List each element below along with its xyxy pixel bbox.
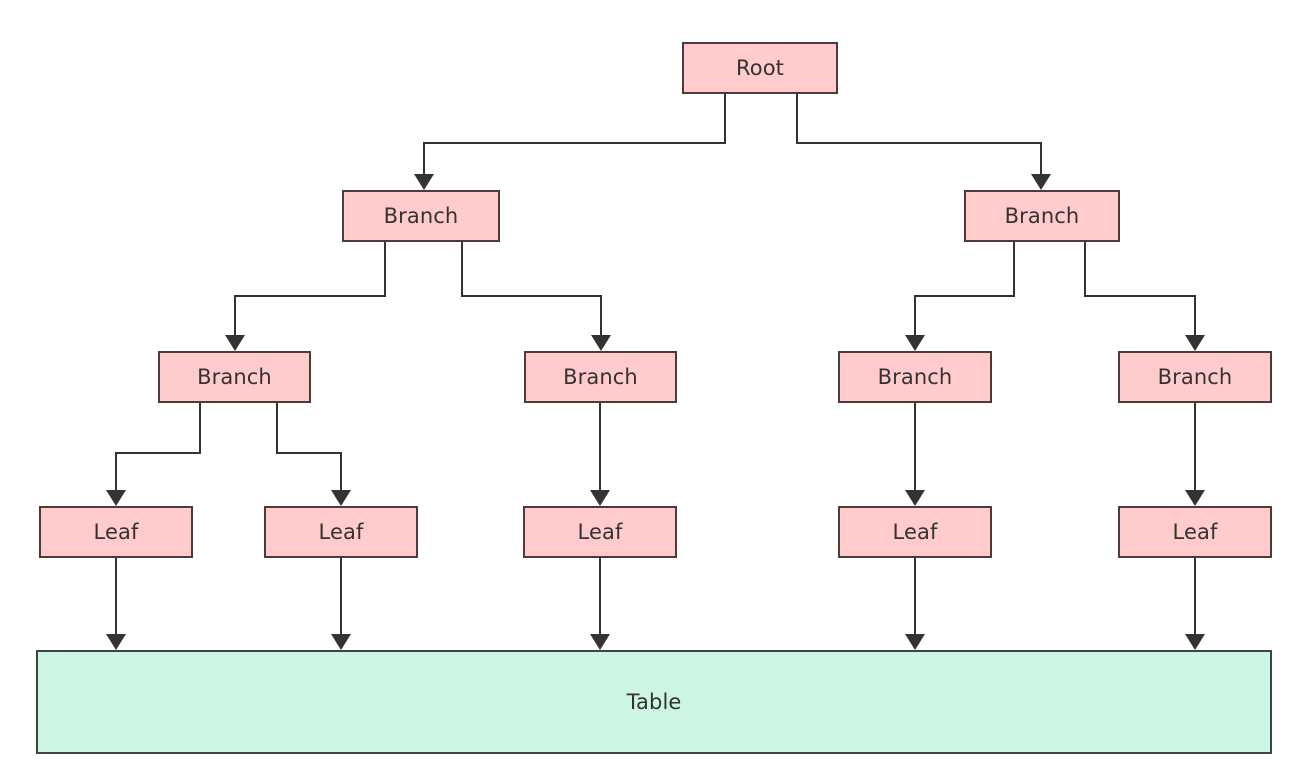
node-label-table: Table (626, 689, 682, 714)
node-b1[interactable]: Branch (342, 190, 500, 242)
edge-b2-to-b22 (1084, 242, 1205, 351)
node-leaf2[interactable]: Leaf (264, 506, 418, 558)
edge-b1-to-b12 (461, 242, 611, 351)
node-leaf3[interactable]: Leaf (523, 506, 677, 558)
node-b11[interactable]: Branch (158, 351, 311, 403)
node-label-root: Root (736, 55, 784, 80)
node-label-leaf4: Leaf (892, 519, 938, 544)
edges-group (106, 94, 1205, 650)
edge-b1-to-b11 (225, 242, 386, 351)
node-b12[interactable]: Branch (524, 351, 677, 403)
node-label-leaf5: Leaf (1172, 519, 1218, 544)
node-label-leaf1: Leaf (93, 519, 139, 544)
node-b21[interactable]: Branch (838, 351, 992, 403)
node-label-b12: Branch (563, 364, 638, 389)
edge-root-to-b2 (796, 94, 1051, 190)
node-leaf5[interactable]: Leaf (1118, 506, 1272, 558)
node-b22[interactable]: Branch (1118, 351, 1272, 403)
node-table[interactable]: Table (36, 650, 1272, 754)
node-leaf1[interactable]: Leaf (39, 506, 193, 558)
node-label-b1: Branch (383, 203, 459, 228)
node-label-b11: Branch (197, 364, 272, 389)
node-label-b2: Branch (1004, 203, 1080, 228)
node-leaf4[interactable]: Leaf (838, 506, 992, 558)
edge-b2-to-b21 (905, 242, 1015, 351)
node-label-leaf3: Leaf (577, 519, 623, 544)
node-label-b21: Branch (877, 364, 953, 389)
edge-b11-to-leaf2 (276, 403, 351, 506)
node-label-leaf2: Leaf (318, 519, 364, 544)
edge-b11-to-leaf1 (106, 403, 201, 506)
node-label-b22: Branch (1157, 364, 1233, 389)
node-b2[interactable]: Branch (964, 190, 1120, 242)
edge-root-to-b1 (414, 94, 726, 190)
node-root[interactable]: Root (682, 42, 838, 94)
